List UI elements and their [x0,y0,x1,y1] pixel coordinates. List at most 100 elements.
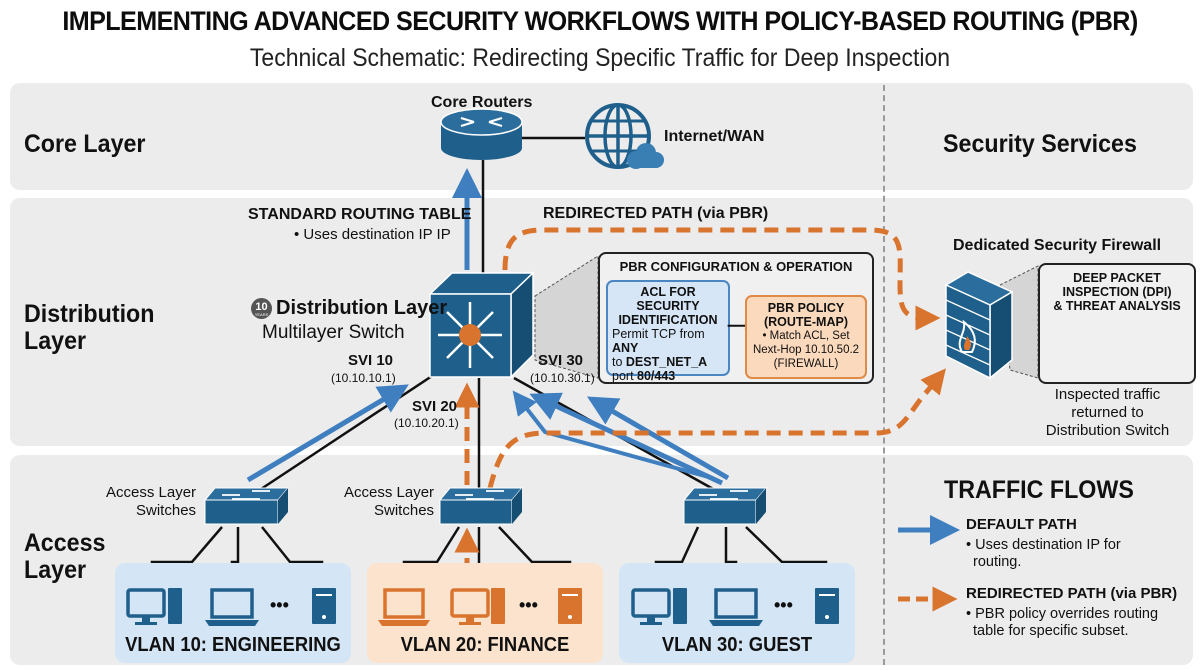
default-path-arrow-vlan30-b [529,392,724,486]
acl-rule-port-prefix: port [612,369,638,383]
years-badge: 10 YEARS [251,298,272,319]
vlan30-ellipsis: ••• [774,595,793,615]
standard-routing-bullet: • Uses destination IP IP [294,226,451,243]
acl-to-policy-arrow-icon: ⟶ [727,318,750,335]
acl-rule-destination: DEST_NET_A [625,355,708,369]
legend-redirect-path-name: REDIRECTED PATH (via PBR) [966,585,1178,602]
distribution-layer-label: Distribution Layer [24,301,154,355]
acl-box: ACL FOR SECURITY IDENTIFICATION Permit T… [606,280,730,383]
default-path-arrow-vlan10 [246,384,409,483]
distribution-layer-label-line2: Layer [24,327,87,355]
legend-redirect-line2: table for specific subset. [973,623,1129,639]
firewall-label: Dedicated Security Firewall [953,237,1162,254]
policy-title-2: (ROUTE-MAP) [763,315,848,329]
acl-rule-source: ANY [612,341,639,355]
acl-rule-line3: port 80/443 [608,369,728,383]
redirect-path-return [487,368,946,489]
svi-30-ip: (10.10.30.1) [530,371,595,385]
vlan-30-label: VLAN 30: GUEST [661,634,813,656]
years-badge-sub: YEARS [254,312,269,317]
vlan-10-label: VLAN 10: ENGINEERING [125,634,341,656]
policy-title-1: PBR POLICY [767,301,845,315]
access-switch-2-label-line1: Access Layer [344,484,435,501]
acl-rule-prefix: Permit TCP from [612,327,705,341]
dpi-line-3: & THREAT ANALYSIS [1053,299,1181,313]
internet-wan-label: Internet/WAN [664,128,765,145]
svi-20-name: SVI 20 [412,398,458,415]
access-layer-label-line2: Layer [24,556,87,584]
dpi-line-2: INSPECTION (DPI) [1062,285,1172,299]
distribution-switch-title: Distribution Layer [276,297,448,319]
acl-title-1: ACL FOR SECURITY [636,285,700,313]
vlan30-laptop-icon [709,588,763,626]
access-switch-1-label-line2: Switches [136,502,197,519]
policy-line-3: (FIREWALL) [773,358,839,370]
dpi-panel: DEEP PACKET INSPECTION (DPI) & THREAT AN… [1038,263,1196,384]
svi-10-ip: (10.10.10.1) [331,371,396,385]
vlan10-desktop-icon [126,588,182,625]
inspected-line-3: Distribution Switch [1045,422,1170,439]
access-layer-label-line1: Access [24,529,106,557]
redirect-path-to-firewall [502,227,941,331]
vlan30-server-icon [815,588,839,624]
cloud-icon [627,143,664,169]
default-path-arrow-vlan30-c [587,396,730,481]
years-badge-number: 10 [255,301,268,313]
legend-default-path-name: DEFAULT PATH [966,516,1077,533]
vlan10-server-icon [312,588,336,624]
core-router-icon [440,108,523,160]
vlan20-server-icon [558,588,582,624]
policy-line-1: • Match ACL, Set [762,330,850,342]
acl-rule-line2: to DEST_NET_A [608,355,728,369]
legend-redirect-line1: • PBR policy overrides routing [966,606,1159,622]
acl-rule-line1: Permit TCP from ANY [608,327,728,355]
security-services-label: Security Services [943,130,1137,158]
standard-routing-title: STANDARD ROUTING TABLE [248,206,472,223]
vlan-10-group: VLAN 10: ENGINEERING [115,563,351,663]
access-switch-2-label: Access Layer Switches [344,484,434,520]
redirected-path-label: REDIRECTED PATH (via PBR) [543,205,769,222]
svi-30-name: SVI 30 [538,352,584,369]
acl-title-2: IDENTIFICATION [618,313,718,327]
policy-line-2: Next-Hop 10.10.50.2 [752,344,860,356]
access-switch-2-label-line2: Switches [374,502,435,519]
distribution-switch-subtitle: Multilayer Switch [262,322,405,343]
vlan30-desktop-icon [631,588,687,625]
vlan20-desktop-icon [450,588,505,625]
diagram-subtitle: Technical Schematic: Redirecting Specifi… [249,44,951,72]
legend-title: TRAFFIC FLOWS [944,476,1134,504]
vlan20-ellipsis: ••• [519,595,538,615]
inspected-line-1: Inspected traffic [1054,386,1161,403]
access-switch-2-icon [438,487,524,525]
svi-20-ip: (10.10.20.1) [394,416,459,430]
legend-redirect-path-desc: • PBR policy overrides routing table for… [966,606,1158,640]
internet-globe-icon [585,103,664,169]
vlan20-laptop-icon [378,588,430,626]
access-switch-1-label: Access Layer Switches [106,484,196,520]
legend-default-line1: • Uses destination IP for [966,537,1121,553]
pbr-policy-box: PBR POLICY (ROUTE-MAP) • Match ACL, Set … [745,295,867,379]
vlan10-ellipsis: ••• [270,595,289,615]
acl-rule-ports: 80/443 [637,369,676,383]
access-layer-label: Access Layer [24,530,105,584]
inspected-traffic-note: Inspected traffic returned to Distributi… [1030,386,1185,440]
security-services-divider [883,85,885,665]
firewall-icon [944,271,1014,380]
dpi-line-1: DEEP PACKET [1073,271,1161,285]
distribution-layer-label-line1: Distribution [24,300,155,328]
legend-default-path-desc: • Uses destination IP for routing. [966,537,1121,571]
inspected-line-2: returned to [1071,404,1144,421]
core-routers-label: Core Routers [431,94,533,111]
core-layer-label: Core Layer [24,130,146,158]
access-switch-3-icon [682,487,768,525]
acl-rule-to: to [612,355,626,369]
diagram-title: IMPLEMENTING ADVANCED SECURITY WORKFLOWS… [62,6,1138,36]
svi-10-name: SVI 10 [348,352,394,369]
pbr-panel-title: PBR CONFIGURATION & OPERATION [619,259,853,274]
vlan-20-label: VLAN 20: FINANCE [400,634,570,656]
access-switch-1-label-line1: Access Layer [106,484,197,501]
vlan10-laptop-icon [205,588,259,626]
multilayer-switch-icon [428,271,535,379]
